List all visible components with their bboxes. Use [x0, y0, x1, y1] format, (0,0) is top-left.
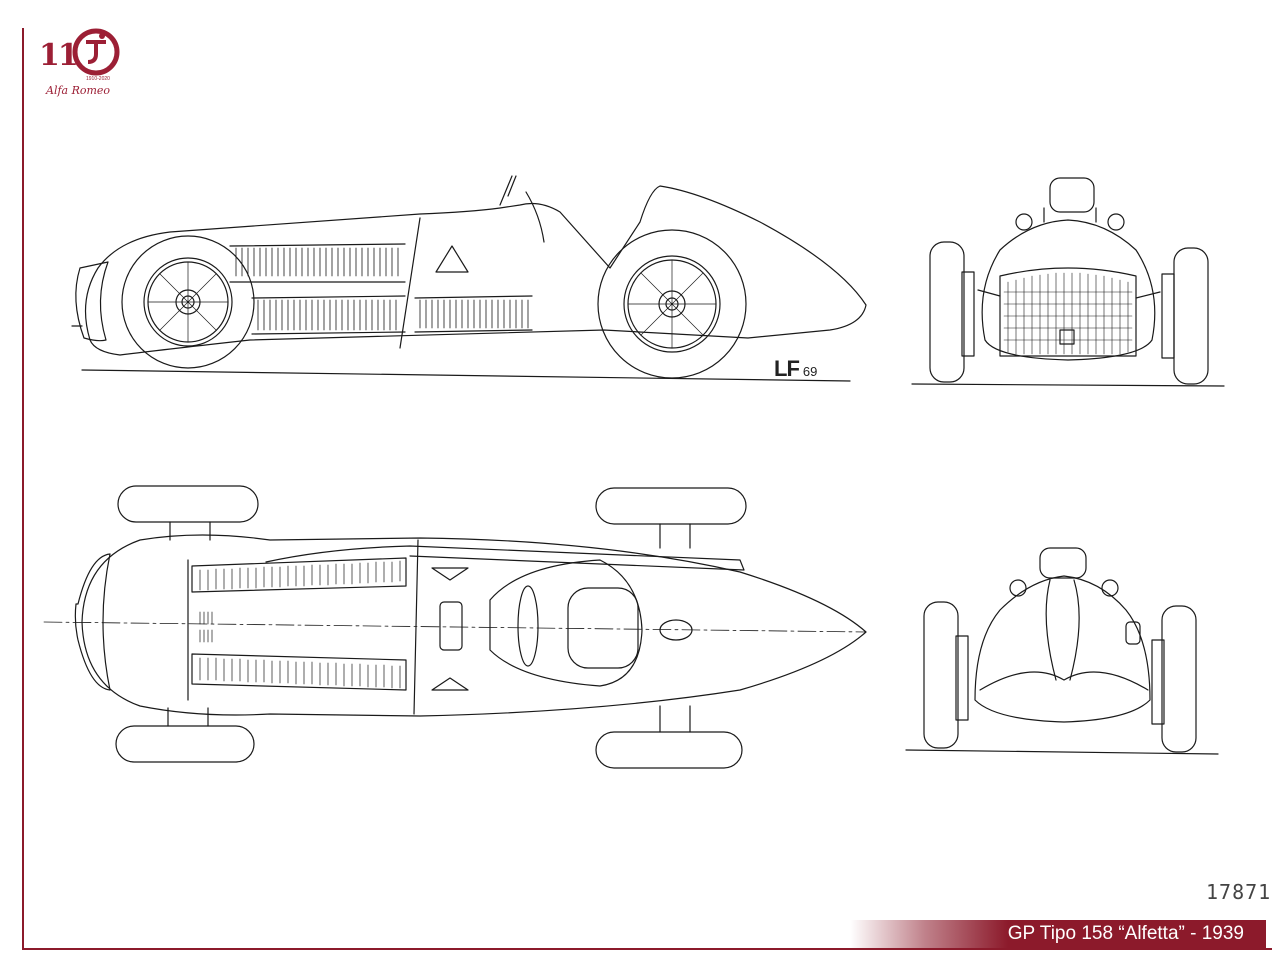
top-small-vents — [199, 611, 213, 643]
top-wheel-front-left — [117, 485, 259, 523]
rear-wheel-left — [923, 601, 969, 749]
top-wheel-rear-left — [595, 487, 747, 525]
top-headrest — [659, 619, 693, 641]
top-panel-seam — [413, 539, 419, 715]
rear-tail-ridges — [1045, 579, 1080, 681]
side-body-outline — [84, 185, 867, 356]
top-exhaust-pipe — [265, 545, 745, 571]
front-grille-frame — [999, 267, 1137, 357]
frame-bottom-border — [22, 948, 1272, 950]
top-suspension-links — [167, 521, 691, 733]
side-windscreen — [499, 175, 517, 206]
top-seat — [567, 587, 639, 669]
side-grille — [75, 261, 109, 342]
serial-number: 17871 — [1206, 880, 1272, 904]
side-panel-seam — [399, 217, 421, 349]
top-body-outline — [81, 534, 867, 717]
side-ground-line — [81, 369, 851, 382]
top-steering-wheel — [517, 585, 539, 667]
front-suspension-arms — [977, 289, 1161, 299]
side-rear-wheel — [597, 229, 747, 379]
top-grille — [74, 553, 111, 691]
side-louvers-upper — [235, 247, 399, 277]
top-filler-cap — [439, 601, 463, 651]
side-louvers-lower — [257, 299, 397, 331]
side-view — [71, 175, 867, 382]
front-mirror-left — [1015, 213, 1033, 231]
rear-body-outline — [974, 575, 1151, 723]
front-view — [911, 177, 1225, 387]
front-body-outline — [981, 219, 1156, 361]
side-quadrifoglio-badge — [435, 245, 469, 273]
rear-filler-left — [1009, 579, 1027, 597]
top-centerline — [43, 621, 867, 633]
side-louver-frame — [229, 243, 406, 335]
front-grille-bars — [1003, 272, 1133, 355]
top-louvers — [199, 560, 401, 689]
side-front-wheel — [121, 235, 255, 369]
side-rear-louver-frame — [414, 295, 533, 333]
front-wheel-left — [929, 241, 975, 383]
front-cowl — [1043, 207, 1097, 223]
top-quadrifoglio-badges — [431, 567, 469, 691]
logo-brand-script: Alfa Romeo — [46, 84, 111, 97]
title-banner: GP Tipo 158 “Alfetta” - 1939 — [850, 920, 1266, 948]
side-seat-back — [525, 191, 545, 243]
rear-wheel-right — [1151, 605, 1197, 753]
front-headrest — [1049, 177, 1095, 213]
top-cockpit — [489, 559, 643, 687]
front-mirror-right — [1107, 213, 1125, 231]
alfa-romeo-110-logo: 11 1910-2020 Alfa Romeo — [34, 26, 130, 102]
top-louver-frames — [191, 557, 407, 691]
signature-year: 69 — [802, 364, 818, 379]
top-wheel-front-right — [115, 725, 255, 763]
rear-ground-line — [905, 749, 1219, 755]
front-ground-line — [911, 383, 1225, 387]
top-wheel-rear-right — [595, 731, 743, 769]
rear-fuel-cap — [1125, 621, 1141, 645]
rear-headrest — [1039, 547, 1087, 579]
front-wheel-right — [1161, 247, 1209, 385]
logo-number: 11 — [39, 38, 79, 73]
logo-emblem-icon — [72, 28, 120, 76]
rear-view — [905, 547, 1219, 755]
logo-years: 1910-2020 — [86, 76, 110, 82]
side-louvers-rear — [419, 299, 529, 329]
frame-left-border — [22, 28, 24, 950]
front-badge — [1059, 329, 1075, 345]
model-title: GP Tipo 158 “Alfetta” - 1939 — [1007, 923, 1244, 944]
signature-initials: LF — [774, 356, 800, 381]
rear-tail-curve — [979, 671, 1149, 691]
rear-filler-right — [1101, 579, 1119, 597]
top-view — [43, 485, 867, 769]
